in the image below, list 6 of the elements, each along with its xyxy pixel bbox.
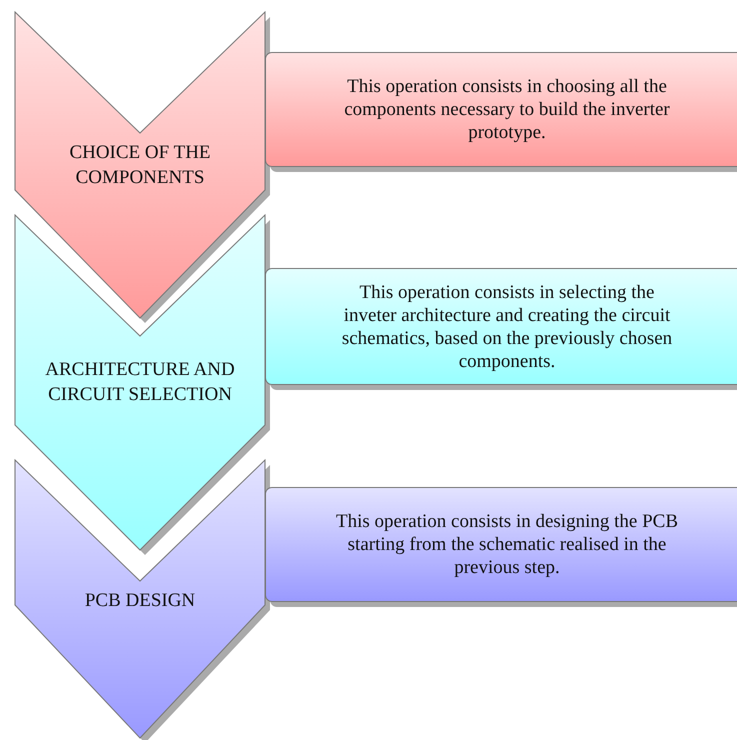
step-title: ARCHITECTURE AND CIRCUIT SELECTION <box>45 358 235 407</box>
step-title: CHOICE OF THE COMPONENTS <box>68 141 212 190</box>
step-title: PCB DESIGN <box>84 588 196 612</box>
step-description: This operation consists in choosing all the components necessary to build the inverter prototype. <box>343 75 671 144</box>
step-description: This operation consists in selecting the inveter architecture and creating the circuit schematics, based on the previously chosen components. <box>340 280 674 372</box>
step-description: This operation consists in designing the PCB starting from the schematic realised in the previous step. <box>335 510 679 579</box>
